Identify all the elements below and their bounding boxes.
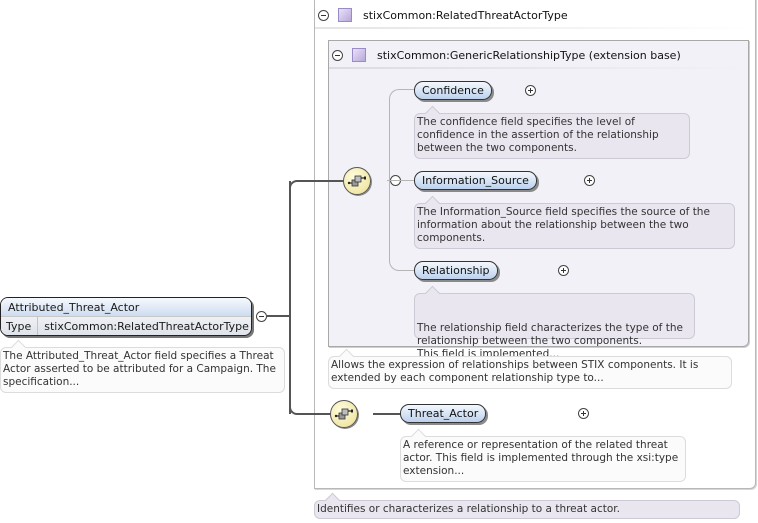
element-information-source[interactable]: Information_Source — [414, 171, 537, 190]
doc-text: The Attributed_Threat_Actor field specif… — [3, 350, 276, 388]
element-name: Threat_Actor — [408, 407, 479, 420]
doc-text: The confidence field specifies the level… — [417, 116, 659, 154]
root-element-type-row: Type stixCommon:RelatedThreatActorType — [1, 317, 251, 335]
collapse-icon[interactable] — [332, 49, 343, 61]
element-name: Confidence — [422, 84, 484, 97]
type-value: stixCommon:RelatedThreatActorType — [44, 319, 249, 333]
element-relationship[interactable]: Relationship — [414, 261, 498, 280]
complex-type-header: stixCommon:RelatedThreatActorType — [318, 8, 568, 22]
sequence-icon[interactable] — [330, 400, 358, 428]
element-doc: A reference or representation of the rel… — [400, 428, 686, 482]
connector — [389, 100, 390, 260]
element-threat-actor[interactable]: Threat_Actor — [400, 404, 487, 423]
doc-text: Allows the expression of relationships b… — [331, 359, 699, 384]
complex-type-icon — [338, 8, 352, 22]
element-name: Information_Source — [422, 174, 529, 187]
connector — [297, 180, 344, 182]
divider — [315, 27, 753, 29]
element-doc: The Information_Source field specifies t… — [414, 195, 735, 249]
collapse-icon[interactable] — [318, 9, 329, 21]
root-element-doc: The Attributed_Threat_Actor field specif… — [0, 339, 285, 393]
element-confidence[interactable]: Confidence — [414, 81, 492, 100]
collapse-icon[interactable] — [256, 311, 267, 322]
element-doc: The relationship field characterizes the… — [414, 285, 695, 360]
extension-base-doc: Allows the expression of relationships b… — [328, 348, 732, 389]
doc-text: Identifies or characterizes a relationsh… — [317, 503, 620, 515]
connector — [373, 413, 401, 415]
sequence-icon[interactable] — [343, 167, 371, 195]
extension-base-name: stixCommon:GenericRelationshipType (exte… — [377, 48, 681, 62]
connector — [389, 258, 416, 271]
connector — [297, 413, 332, 415]
element-doc: The confidence field specifies the level… — [414, 105, 690, 159]
complex-type-name: stixCommon:RelatedThreatActorType — [363, 8, 568, 22]
sequence-glyph-icon — [347, 175, 366, 187]
connector — [389, 89, 416, 102]
type-key: Type — [1, 317, 39, 335]
element-name: Relationship — [422, 264, 490, 277]
expand-icon[interactable] — [525, 85, 536, 96]
divider — [329, 67, 746, 69]
doc-text: The Information_Source field specifies t… — [417, 206, 710, 244]
expand-icon[interactable] — [558, 265, 569, 276]
connector — [267, 315, 290, 317]
complex-type-icon — [352, 48, 366, 62]
connector — [289, 405, 299, 415]
sequence-glyph-icon — [334, 408, 353, 420]
doc-text: A reference or representation of the rel… — [403, 439, 679, 477]
root-element-name: Attributed_Threat_Actor — [1, 298, 251, 317]
connector — [387, 180, 415, 181]
connector — [289, 180, 299, 190]
connector — [289, 181, 291, 414]
expand-icon[interactable] — [578, 408, 589, 419]
extension-base-header: stixCommon:GenericRelationshipType (exte… — [332, 48, 681, 62]
expand-icon[interactable] — [583, 175, 595, 186]
root-element[interactable]: Attributed_Threat_Actor Type stixCommon:… — [0, 297, 252, 336]
complex-type-doc: Identifies or characterizes a relationsh… — [314, 492, 740, 519]
